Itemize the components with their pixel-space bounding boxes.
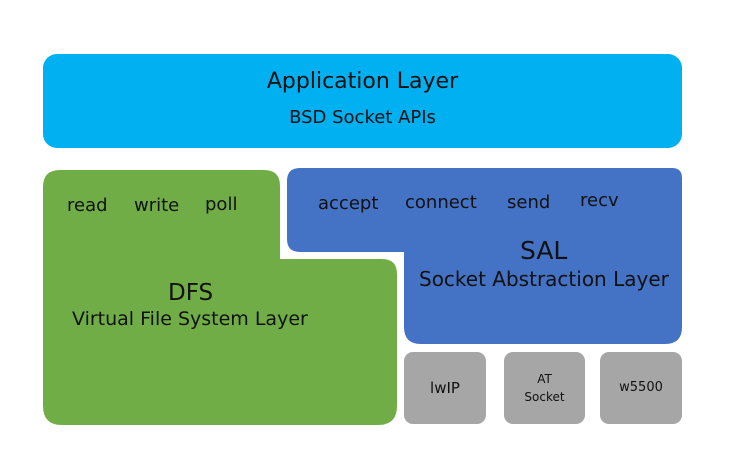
stack-at-socket-block: AT Socket <box>504 352 585 424</box>
stack-lwip-block: lwIP <box>404 352 486 424</box>
stack-at-label-line1: AT <box>537 372 552 386</box>
dfs-subtitle: Virtual File System Layer <box>72 308 308 330</box>
sal-shape <box>287 168 682 344</box>
application-layer-title: Application Layer <box>266 69 459 94</box>
sal-op-send: send <box>507 192 551 213</box>
sal-subtitle: Socket Abstraction Layer <box>419 267 669 291</box>
sal-title: SAL <box>520 236 568 265</box>
dfs-title: DFS <box>168 280 214 306</box>
dfs-op-poll: poll <box>205 194 238 215</box>
stack-lwip-label: lwIP <box>430 378 460 397</box>
sal-op-connect: connect <box>405 192 477 213</box>
bsd-socket-apis-label: BSD Socket APIs <box>289 107 436 128</box>
dfs-op-read: read <box>67 195 108 216</box>
stack-w5500-block: w5500 <box>600 352 682 424</box>
stack-at-label-line2: Socket <box>524 390 565 404</box>
application-layer-block: Application Layer BSD Socket APIs <box>43 54 682 148</box>
dfs-shape <box>43 170 397 425</box>
sal-op-recv: recv <box>580 190 619 211</box>
sal-op-accept: accept <box>318 193 379 214</box>
dfs-op-write: write <box>134 195 180 216</box>
stack-w5500-label: w5500 <box>619 380 663 396</box>
